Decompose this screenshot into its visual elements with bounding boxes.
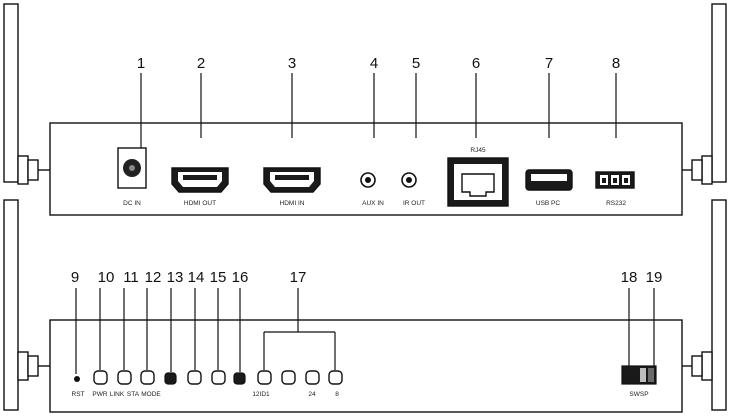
id-led-4 (305, 370, 320, 385)
led-14 (187, 370, 202, 385)
sta-led (140, 370, 155, 385)
label-id-24: 24 (308, 391, 316, 398)
id-led-8 (328, 370, 343, 385)
callout-11: 11 (123, 269, 139, 286)
bottom-panel-body (49, 319, 683, 413)
label-swsp: SWSP (629, 391, 648, 398)
hdmi-out-port (171, 167, 229, 193)
antenna-left-top (3, 3, 50, 185)
label-usb-pc: USB PC (536, 200, 561, 207)
reset-pinhole[interactable] (74, 376, 80, 382)
antenna-right-top (682, 3, 727, 185)
link-led (117, 370, 132, 385)
callout-3: 3 (288, 55, 296, 72)
callout-4: 4 (370, 55, 378, 72)
label-hdmi-in: HDMI IN (280, 200, 305, 207)
antenna-left-bottom (3, 199, 50, 411)
callout-8: 8 (612, 55, 620, 72)
label-id-left: 12ID1 (252, 391, 270, 398)
callout-18: 18 (621, 269, 638, 286)
label-dc-in: DC IN (123, 200, 141, 207)
mode-button[interactable] (164, 372, 177, 385)
antenna-right-bottom (682, 199, 727, 411)
label-hdmi-out: HDMI OUT (184, 200, 216, 207)
callout-5: 5 (412, 55, 420, 72)
button-16[interactable] (233, 372, 246, 385)
callout-12: 12 (145, 269, 162, 286)
dc-in-port (117, 147, 147, 189)
usb-pc-port (525, 169, 573, 191)
callout-1: 1 (137, 55, 145, 72)
label-rs232: RS232 (606, 200, 626, 207)
ir-out-jack (401, 172, 417, 188)
swsp-switch[interactable] (621, 365, 657, 385)
label-ir-out: IR OUT (403, 200, 425, 207)
callout-15: 15 (210, 269, 227, 286)
bottom-panel: 9 10 11 12 13 14 15 16 17 18 19 RST PWR (3, 199, 727, 413)
rj45-port (447, 157, 509, 207)
callout-7: 7 (545, 55, 553, 72)
label-pwr: PWR (92, 391, 107, 398)
aux-in-jack (360, 172, 376, 188)
label-rj45: RJ45 (470, 147, 486, 154)
callout-2: 2 (197, 55, 205, 72)
pwr-led (93, 370, 108, 385)
callout-17: 17 (290, 269, 307, 286)
top-panel: 1 2 3 4 5 6 7 8 DC IN HDMI OUT HDMI IN (3, 3, 727, 216)
id-led-1 (257, 370, 272, 385)
label-id-8: 8 (335, 391, 339, 398)
hdmi-in-port (263, 167, 321, 193)
callout-10: 10 (98, 269, 115, 286)
label-link: LINK (110, 391, 125, 398)
label-mode: MODE (141, 391, 161, 398)
label-rst: RST (72, 391, 85, 398)
id-led-2 (281, 370, 296, 385)
top-panel-body (49, 122, 683, 216)
rs232-terminal (595, 171, 635, 189)
callout-19: 19 (646, 269, 663, 286)
label-sta: STA (127, 391, 140, 398)
label-aux-in: AUX IN (362, 200, 384, 207)
led-15 (211, 370, 226, 385)
callout-14: 14 (188, 269, 205, 286)
callout-9: 9 (71, 269, 79, 286)
callout-6: 6 (472, 55, 480, 72)
callout-13: 13 (167, 269, 184, 286)
callout-16: 16 (232, 269, 249, 286)
